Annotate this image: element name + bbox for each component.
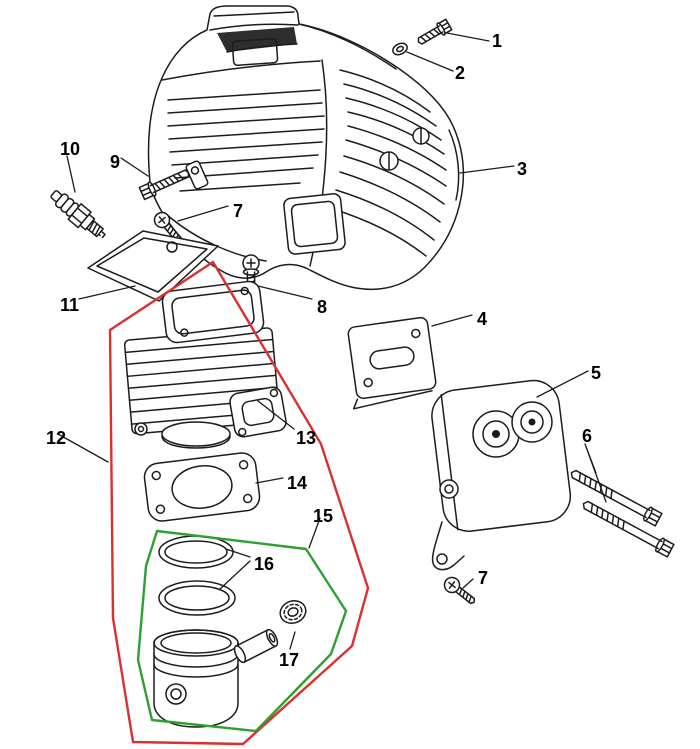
cylinder-assembly-outline [108,260,370,746]
callout-label-2: 2 [455,63,465,83]
cylinder-icon [123,280,287,449]
base-gasket-icon [143,452,261,522]
piston-assembly-outline [136,529,348,733]
heat-shield-plate-icon [87,230,219,302]
muffler-gasket-icon [347,316,437,410]
callout-label-9: 9 [110,152,120,172]
wrist-pin-icon [233,628,279,664]
screw-1-icon [417,18,453,45]
piston-rings-icon [158,535,236,616]
callout-label-8: 8 [317,297,327,317]
callout-label-6: 6 [582,426,592,446]
part-top-cover-icon [147,5,465,291]
needle-bearing-icon [279,599,307,625]
spark-plug-icon [50,190,106,239]
screw-9-clip-icon [185,160,209,190]
callout-label-7-bottom: 7 [478,568,488,588]
screw-7-bottom-icon [443,576,476,605]
muffler-bolt-a-icon [570,469,663,527]
callout-label-12: 12 [46,428,66,448]
callout-label-7-top: 7 [233,201,243,221]
callout-label-3: 3 [517,159,527,179]
washer-2-icon [392,42,408,56]
callout-label-11: 11 [60,295,79,315]
callout-label-15: 15 [313,506,333,526]
callout-label-14: 14 [287,473,307,493]
screw-9-icon [138,169,190,201]
piston-icon [153,629,239,728]
callout-label-17: 17 [279,650,299,670]
muffler-icon [431,379,572,571]
leader-lines [57,32,607,650]
muffler-bolt-b-icon [582,500,675,558]
callout-label-13: 13 [296,428,316,448]
callout-labels: 1 2 3 4 5 6 7 8 9 10 11 12 13 14 15 16 1… [46,31,601,670]
callout-label-10: 10 [60,139,80,159]
callout-label-16: 16 [254,554,274,574]
callout-label-5: 5 [591,363,601,383]
callout-label-1: 1 [492,31,502,51]
callout-label-4: 4 [477,309,487,329]
